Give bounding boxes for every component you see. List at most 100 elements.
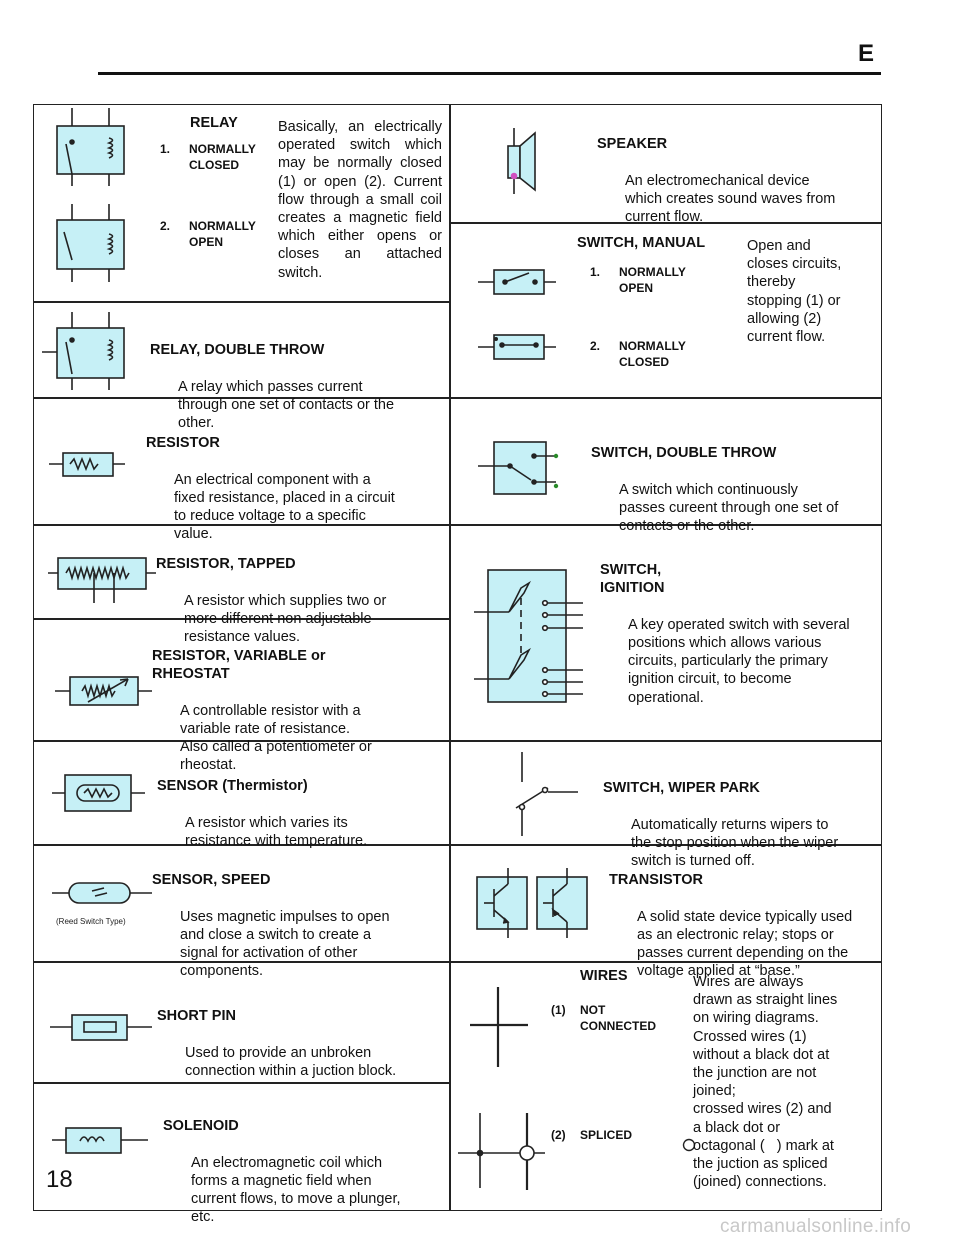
sensor-speed-title: SENSOR, SPEED [152, 872, 271, 889]
transistor-description: A solid state device typically used as a… [637, 908, 853, 980]
sensor-thermistor-block: SENSOR (Thermistor) A resistor which var… [157, 759, 447, 868]
switch-wiper-park-block: SWITCH, WIPER PARK Automatically returns… [603, 761, 878, 888]
switch-double-throw-title: SWITCH, DOUBLE THROW [591, 445, 777, 462]
relay-normally-open-icon [56, 204, 125, 282]
sensor-speed-description: Uses magnetic impulses to open and close… [180, 908, 390, 980]
resistor-tapped-block: RESISTOR, TAPPED A resistor which suppli… [156, 537, 446, 664]
wires-title: WIRES [580, 968, 628, 984]
row-divider [33, 618, 450, 620]
watermark: carmanualsonline.info [720, 1216, 912, 1237]
resistor-tapped-icon [48, 557, 156, 603]
row-divider [33, 844, 450, 846]
row-divider [33, 397, 450, 399]
sensor-thermistor-icon [52, 774, 145, 812]
wires-opt2-number: (2) [551, 1128, 566, 1142]
relay-description: Basically, an electrically operated swit… [278, 119, 442, 281]
resistor-title: RESISTOR [146, 435, 220, 452]
solenoid-title: SOLENOID [163, 1118, 239, 1135]
switch-ignition-title: SWITCH, IGNITION [600, 562, 665, 597]
resistor-icon [49, 452, 125, 477]
row-divider [449, 222, 882, 224]
transistor-block: TRANSISTOR A solid state device typicall… [609, 853, 879, 999]
page-number: 18 [46, 1166, 73, 1193]
solenoid-icon [52, 1127, 148, 1154]
switch-manual-opt1-label: NORMALLY OPEN [619, 265, 686, 295]
row-divider [449, 397, 882, 399]
row-divider [449, 524, 882, 526]
relay-opt2-label: NORMALLY OPEN [189, 219, 256, 249]
relay-double-throw-title: RELAY, DOUBLE THROW [150, 342, 325, 359]
switch-wiper-park-description: Automatically returns wipers to the stop… [631, 816, 839, 870]
wires-description-part1: Wires are always drawn as straight lines… [693, 974, 838, 1154]
short-pin-title: SHORT PIN [157, 1008, 236, 1025]
resistor-variable-block: RESISTOR, VARIABLE or RHEOSTAT A control… [152, 629, 442, 793]
transistor-icon [536, 868, 588, 938]
transistor-icon [476, 868, 528, 938]
relay-title: RELAY [190, 115, 238, 131]
switch-ignition-description: A key operated switch with several posit… [628, 616, 850, 706]
switch-manual-description: Open and closes circuits, thereby stoppi… [747, 238, 842, 346]
sensor-speed-block: SENSOR, SPEED Uses magnetic impulses to … [152, 853, 442, 999]
switch-ignition-block: SWITCH, IGNITION A key operated switch w… [600, 543, 880, 725]
column-divider [449, 104, 451, 1211]
resistor-tapped-title: RESISTOR, TAPPED [156, 556, 296, 573]
row-divider [33, 301, 450, 303]
short-pin-description: Used to provide an unbroken connection w… [185, 1044, 397, 1079]
switch-ignition-icon [474, 569, 583, 703]
symbol-table-frame [33, 104, 882, 1211]
wires-description: Wires are always drawn as straight lines… [693, 973, 873, 1191]
relay-opt2-number: 2. [160, 219, 171, 233]
speaker-description: An electromechanical device which create… [625, 172, 836, 226]
row-divider [33, 740, 450, 742]
short-pin-block: SHORT PIN Used to provide an unbroken co… [157, 989, 447, 1098]
wires-opt1-label: NOT CONNECTED [580, 1003, 657, 1033]
speaker-icon [507, 128, 536, 194]
switch-double-throw-icon [478, 441, 559, 495]
relay-normally-closed-icon [56, 108, 125, 186]
wires-not-connected-icon [470, 987, 528, 1067]
solenoid-description: An electromagnetic coil which forms a ma… [191, 1154, 401, 1226]
switch-normally-closed-icon [478, 334, 556, 360]
relay-opt1-label: NORMALLY CLOSED [189, 142, 256, 172]
switch-manual-opt2-number: 2. [590, 339, 601, 353]
sensor-thermistor-description: A resistor which varies its resistance w… [185, 814, 368, 849]
section-letter: E [858, 40, 875, 67]
wires-spliced-icon [458, 1113, 696, 1190]
sensor-thermistor-title: SENSOR (Thermistor) [157, 778, 308, 795]
row-divider [33, 524, 450, 526]
row-divider [33, 961, 450, 963]
switch-manual-title: SWITCH, MANUAL [577, 235, 706, 251]
wires-opt1-number: (1) [551, 1003, 566, 1017]
row-divider [449, 961, 882, 963]
reed-switch-caption: (Reed Switch Type) [56, 917, 126, 926]
resistor-block: RESISTOR An electrical component with a … [146, 416, 441, 562]
speaker-title: SPEAKER [597, 136, 668, 153]
row-divider [449, 740, 882, 742]
short-pin-icon [50, 1014, 152, 1041]
resistor-variable-description: A controllable resistor with a variable … [180, 702, 372, 774]
switch-manual-opt2-label: NORMALLY CLOSED [619, 339, 686, 369]
switch-manual-opt1-number: 1. [590, 265, 601, 279]
resistor-variable-icon [55, 676, 152, 706]
row-divider [449, 844, 882, 846]
wires-opt2-label: SPLICED [580, 1128, 633, 1142]
transistor-title: TRANSISTOR [609, 872, 703, 889]
switch-wiper-park-icon [515, 752, 578, 836]
solenoid-block: SOLENOID An electromagnetic coil which f… [163, 1099, 445, 1245]
relay-double-throw-icon [42, 312, 125, 390]
switch-double-throw-description: A switch which continuously passes curee… [619, 481, 839, 535]
switch-wiper-park-title: SWITCH, WIPER PARK [603, 780, 760, 797]
resistor-description: An electrical component with a fixed res… [174, 471, 395, 543]
speaker-block: SPEAKER An electromechanical device whic… [597, 117, 877, 244]
relay-double-throw-description: A relay which passes current through one… [178, 378, 395, 432]
header-rule [98, 72, 881, 75]
resistor-tapped-description: A resistor which supplies two or more di… [184, 592, 387, 646]
relay-opt1-number: 1. [160, 142, 171, 156]
resistor-variable-title: RESISTOR, VARIABLE or RHEOSTAT [152, 648, 326, 683]
switch-double-throw-block: SWITCH, DOUBLE THROW A switch which cont… [591, 426, 876, 553]
sensor-speed-icon [52, 882, 152, 904]
switch-normally-open-icon [478, 269, 556, 295]
wires-description-part2: ) mark at the juction as spliced (joined… [693, 1137, 834, 1191]
relay-double-throw-block: RELAY, DOUBLE THROW A relay which passes… [150, 323, 440, 450]
